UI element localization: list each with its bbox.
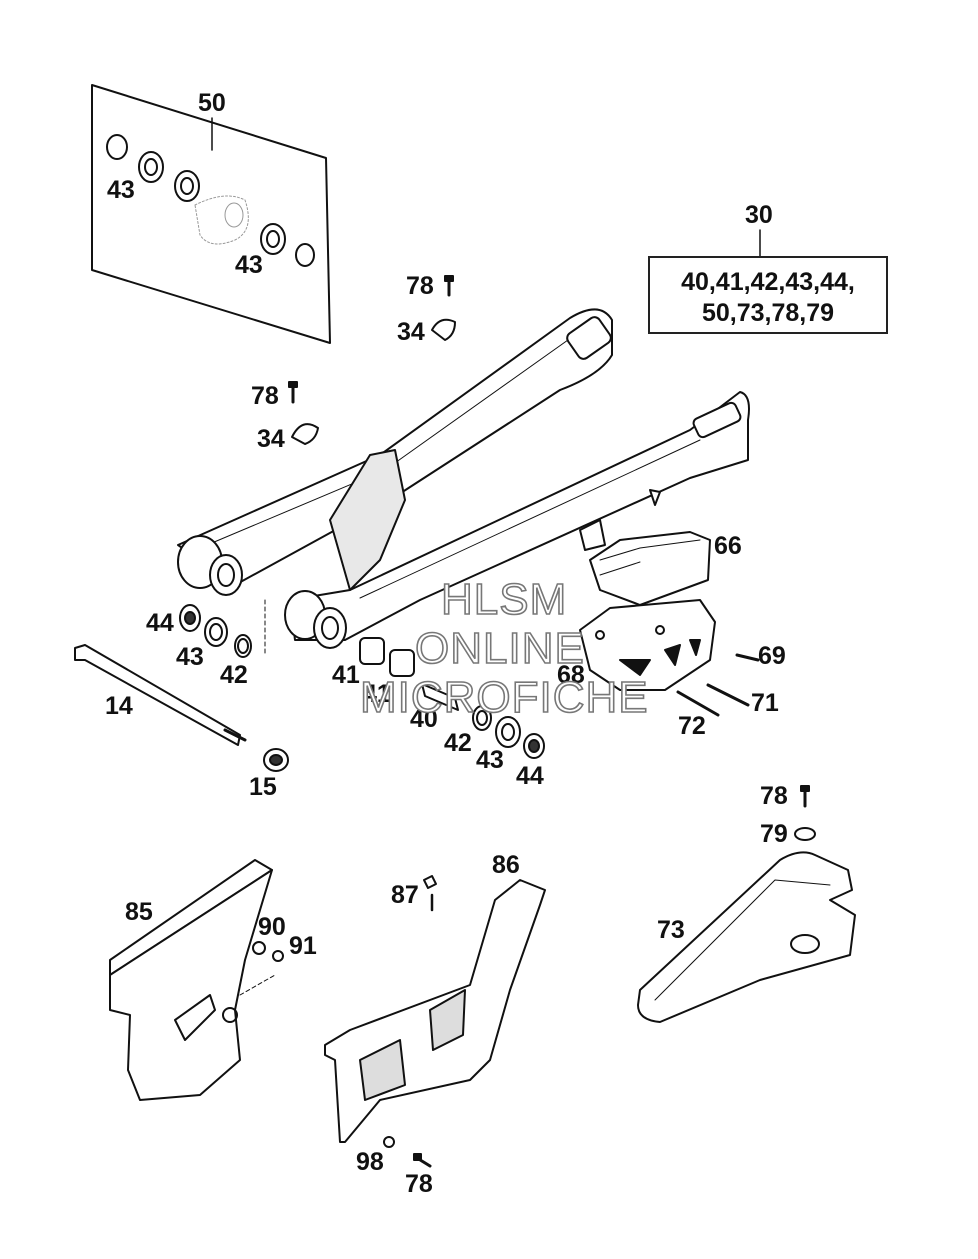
callout-14: 14 [105, 692, 133, 720]
chain-slider-73 [637, 851, 856, 1023]
screw-87 [423, 875, 437, 912]
bolt-78-bracket [413, 1153, 432, 1168]
bolt-69 [735, 653, 760, 662]
callout-71: 71 [751, 689, 779, 717]
callout-69: 69 [758, 642, 786, 670]
callout-44: 44 [516, 762, 544, 790]
callout-73: 73 [657, 916, 685, 944]
callout-78: 78 [405, 1170, 433, 1198]
callout-34: 34 [397, 318, 425, 346]
chain-guard-85 [109, 859, 276, 1101]
callout-79: 79 [760, 820, 788, 848]
callout-78: 78 [251, 382, 279, 410]
washer-79 [794, 827, 816, 841]
callout-72: 72 [678, 712, 706, 740]
kit-contents-box: 40,41,42,43,44, 50,73,78,79 [648, 256, 888, 334]
swingarm [177, 308, 750, 649]
pivot-axle-14 [74, 644, 247, 746]
callout-43: 43 [235, 251, 263, 279]
nut-15 [263, 748, 289, 772]
callout-42: 42 [220, 661, 248, 689]
washer-98 [383, 1136, 395, 1148]
callout-68: 68 [557, 661, 585, 689]
clamp-34-mid [291, 423, 319, 445]
bolt-72 [676, 690, 720, 717]
callout-87: 87 [391, 881, 419, 909]
callout-78: 78 [406, 272, 434, 300]
bearing-kit-panel [91, 84, 331, 344]
kit-contents-line-2: 50,73,78,79 [701, 299, 835, 327]
watermark-line-1: HLSM [440, 575, 568, 624]
pivot-parts-left [179, 599, 266, 658]
bolt-78-mid [288, 381, 298, 404]
callout-41: 41 [363, 680, 391, 708]
chain-guide-plate-68 [579, 599, 716, 691]
callout-44: 44 [146, 609, 174, 637]
callout-43: 43 [176, 643, 204, 671]
callout-34: 34 [257, 425, 285, 453]
callout-40: 40 [410, 705, 438, 733]
callout-91: 91 [289, 932, 317, 960]
washer-91 [272, 950, 284, 962]
clamp-34-upper [431, 318, 456, 341]
callout-98: 98 [356, 1148, 384, 1176]
callout-42: 42 [444, 729, 472, 757]
callout-43: 43 [107, 176, 135, 204]
callout-43: 43 [476, 746, 504, 774]
pivot-parts-right [359, 637, 545, 759]
callout-78: 78 [760, 782, 788, 810]
bolt-78-upper [444, 275, 454, 297]
bolt-78-slider [800, 785, 810, 808]
chain-guard-bracket-86 [324, 879, 546, 1143]
chain-guide-66 [589, 531, 711, 606]
callout-90: 90 [258, 913, 286, 941]
bolt-71 [706, 683, 750, 707]
callout-15: 15 [249, 773, 277, 801]
callout-86: 86 [492, 851, 520, 879]
callout-85: 85 [125, 898, 153, 926]
callout-30: 30 [745, 201, 773, 229]
watermark-line-3: MICROFICHE [359, 673, 649, 722]
callout-50: 50 [198, 89, 226, 117]
callout-66: 66 [714, 532, 742, 560]
watermark-line-2: ONLINE [414, 624, 585, 673]
kit-contents-line-1: 40,41,42,43,44, [681, 268, 855, 296]
callout-41: 41 [332, 661, 360, 689]
nut-90 [252, 941, 266, 955]
